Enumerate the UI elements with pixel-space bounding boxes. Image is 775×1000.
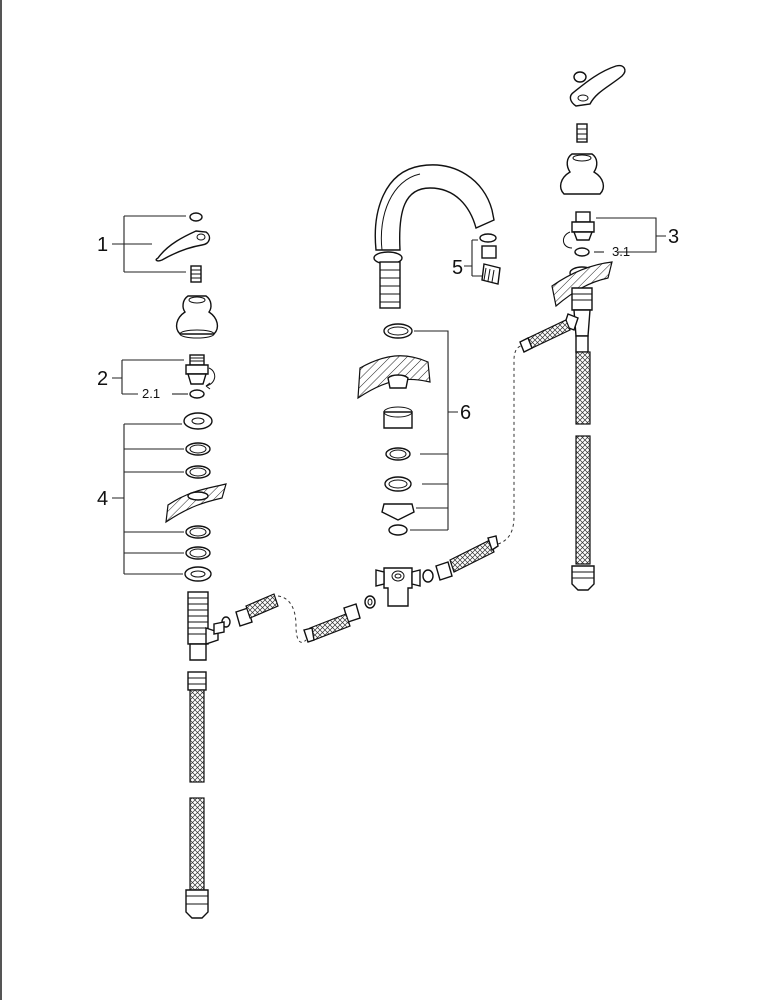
spout-assembly [357, 164, 501, 536]
svg-text:2: 2 [97, 368, 108, 390]
o-ring-icon [189, 389, 205, 399]
svg-text:1: 1 [97, 234, 108, 256]
callout-3: 3 3.1 [594, 217, 679, 259]
valve-cartridge-icon [185, 354, 209, 385]
lever-handle-icon [569, 64, 626, 107]
callout-4: 4 [97, 423, 184, 575]
svg-text:4: 4 [97, 488, 108, 510]
lever-handle-icon [155, 230, 211, 262]
svg-text:3.1: 3.1 [612, 244, 630, 259]
callout-6: 6 [410, 330, 471, 531]
svg-text:6: 6 [460, 402, 471, 424]
bell-cover-icon [559, 153, 605, 195]
braided-hose-icon [185, 671, 209, 919]
hose-route-left [277, 595, 307, 643]
braided-hose-icon [571, 335, 595, 591]
callout-5: 5 [452, 239, 482, 279]
page-border [0, 0, 2, 1000]
svg-text:2.1: 2.1 [142, 386, 160, 401]
braided-hose-icon [519, 313, 579, 353]
threaded-shank-icon [187, 591, 219, 661]
left-valve-assembly [155, 212, 227, 919]
cap-icon [189, 212, 203, 222]
svg-text:5: 5 [452, 257, 463, 279]
spout-icon [374, 164, 495, 251]
callout-1: 1 [97, 215, 186, 273]
callout-2: 2 2.1 [97, 359, 188, 401]
valve-cartridge-icon [571, 211, 595, 241]
svg-text:3: 3 [668, 226, 679, 248]
tee-connector-icon [375, 567, 421, 607]
aerator-icon [479, 233, 501, 285]
hose-route-right [497, 345, 523, 545]
right-valve-assembly [519, 64, 626, 591]
bell-cover-icon [175, 295, 219, 335]
